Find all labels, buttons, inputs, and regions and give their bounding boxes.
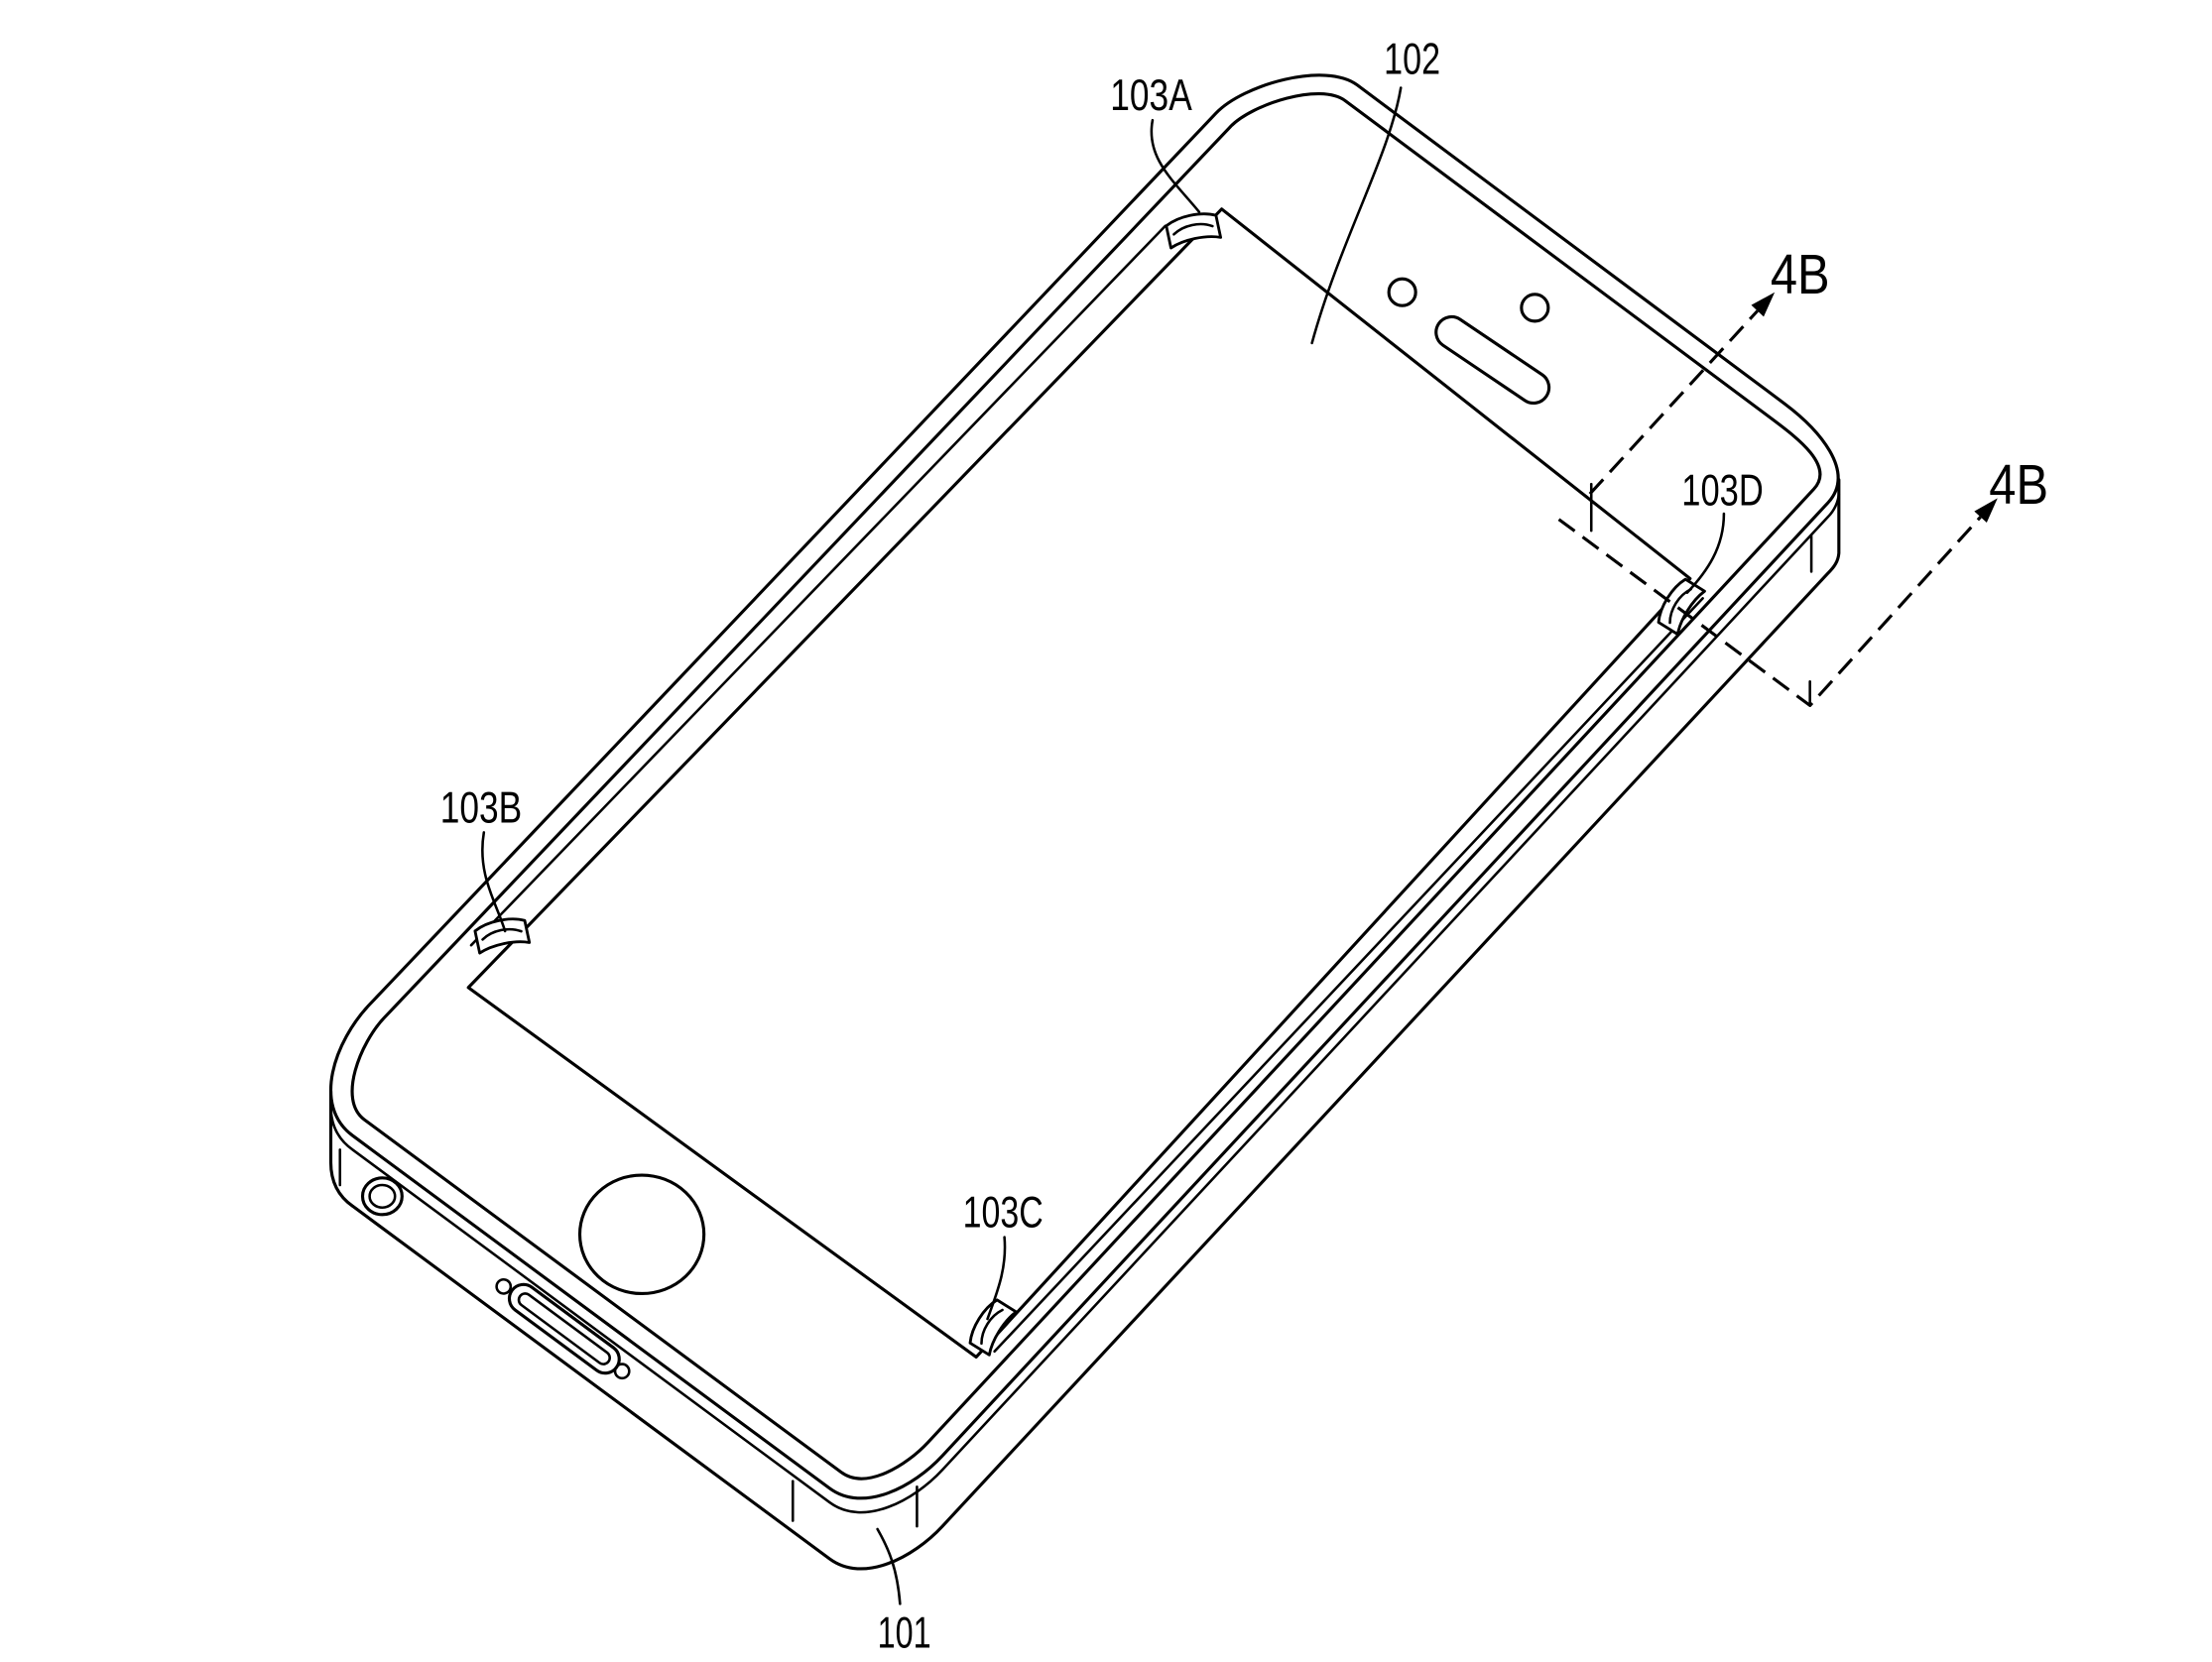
leader-103b [481,831,507,933]
reference-labels: 102 103A 103B 103C 103D 101 4B 4B [440,35,2048,1657]
clip-curve [481,927,523,941]
microphone-hole [613,1363,631,1380]
leader-lines [481,86,1726,1605]
label-103a: 103A [1110,71,1192,120]
front-camera-icon [1387,277,1417,307]
label-102: 102 [1384,35,1440,83]
sensor-icon [1520,293,1550,323]
display-panel-outline [466,207,1692,1360]
side-band-chamfer [329,492,1841,1514]
clip-body [473,917,532,955]
section-label-lower: 4B [1989,454,2048,517]
leader-102 [1310,86,1403,345]
clip-103a [1165,212,1223,250]
clip-body [1165,212,1223,250]
arrowhead-icon [1751,292,1776,317]
clip-curve [980,1308,1004,1346]
clip-curve [1172,222,1214,236]
bottom-ports [360,1176,631,1380]
section-line-lower [1557,516,1982,707]
front-face [466,207,1704,1360]
headphone-jack [360,1176,404,1217]
leader-103a [1150,118,1201,213]
leader-101 [876,1527,902,1605]
side-band-silhouette [328,478,1841,1571]
face-inner-outline [350,92,1822,1481]
microphone-hole [495,1277,513,1295]
clip-103c [968,1298,1018,1357]
headphone-jack-inner [368,1183,397,1210]
phone-body [328,73,1841,1571]
earpiece-speaker [1434,314,1551,406]
face-outer-outline [329,73,1840,1500]
arrowhead-icon [1974,498,1998,523]
label-103b: 103B [440,783,522,832]
section-label-upper: 4B [1771,244,1830,306]
clip-body [968,1298,1018,1357]
frame-ledge-left [469,224,1167,947]
frame-ledge-right [993,597,1704,1354]
clip-103b [473,917,532,955]
charging-port-inner [517,1292,611,1365]
leader-103c [986,1236,1007,1321]
label-101: 101 [878,1608,931,1657]
label-103d: 103D [1681,466,1763,515]
section-line-upper [1588,309,1759,496]
label-103c: 103C [963,1189,1044,1238]
section-line [1557,292,1998,707]
home-button [577,1173,706,1296]
leader-103d [1685,512,1726,594]
